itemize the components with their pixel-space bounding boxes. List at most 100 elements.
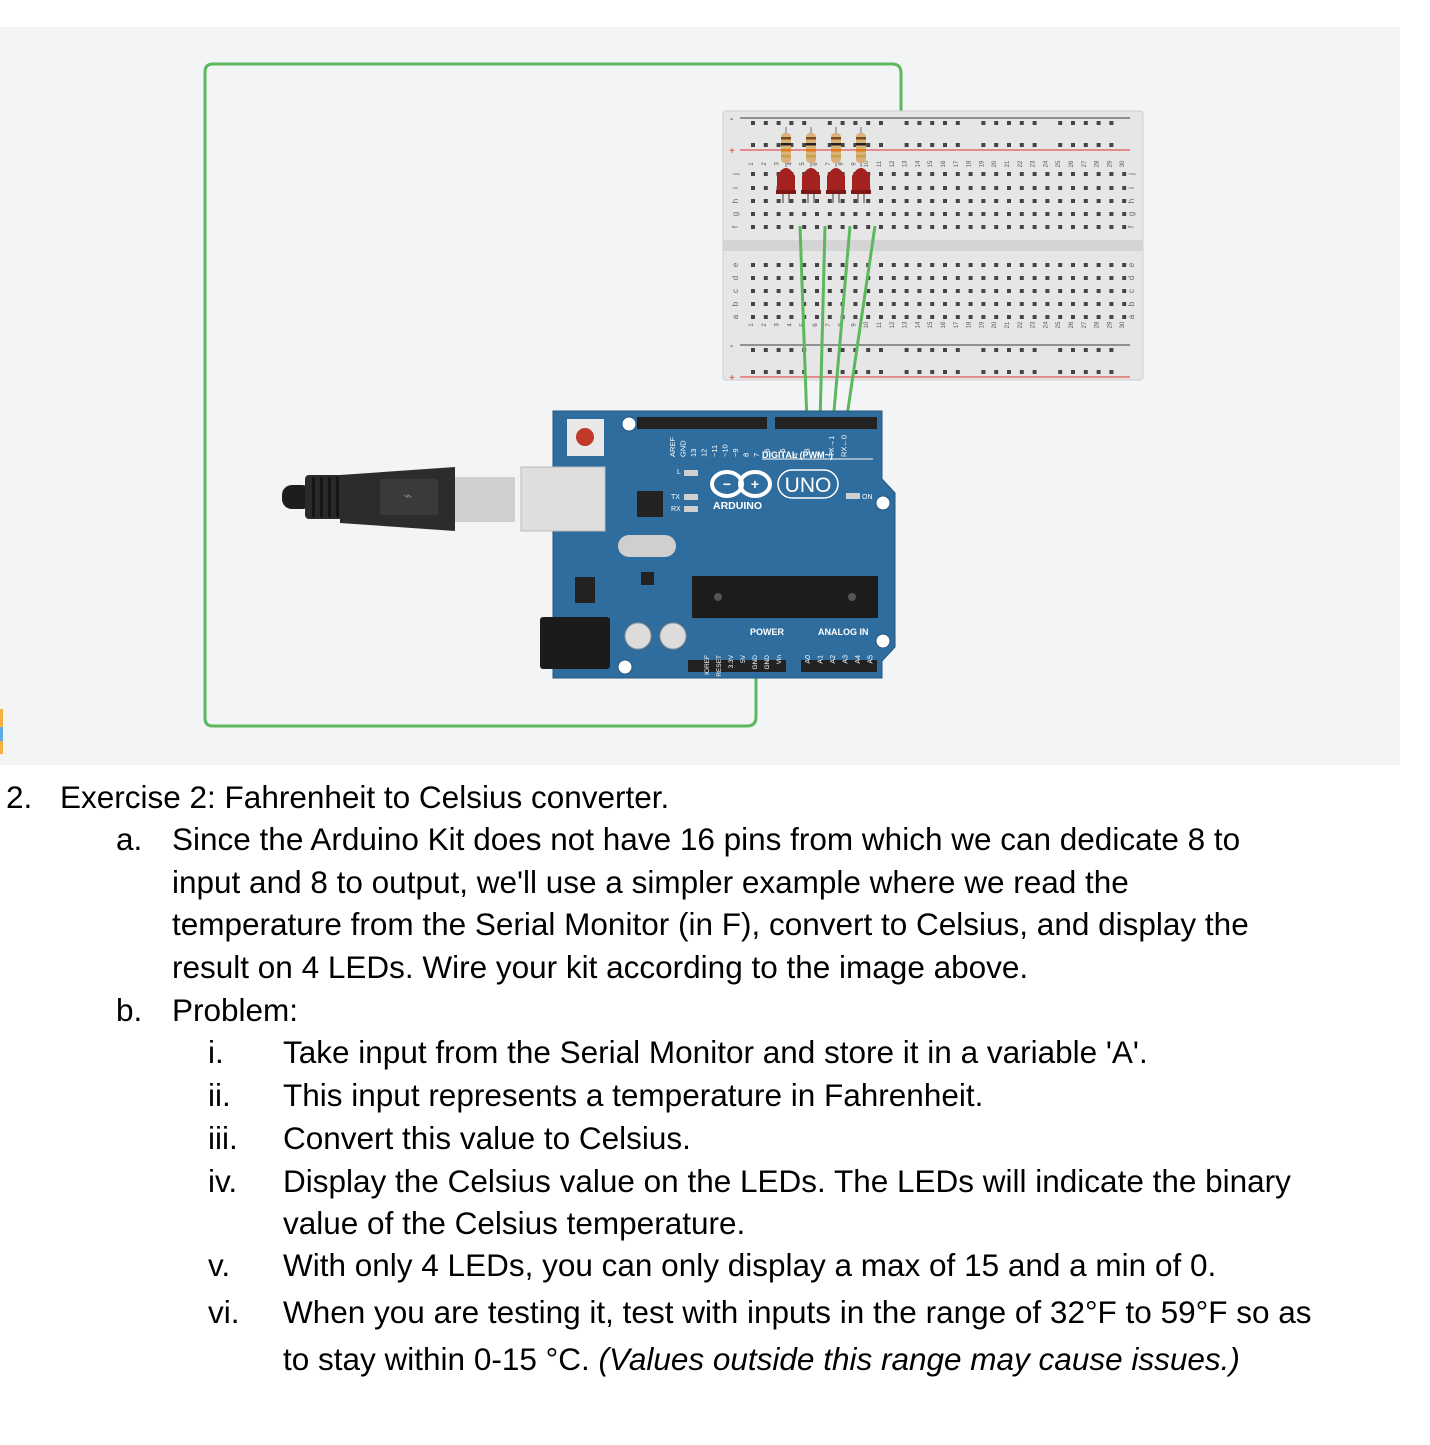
- power-label: POWER: [750, 627, 785, 637]
- terminal-hole: [853, 199, 858, 203]
- terminal-hole: [968, 172, 973, 176]
- terminal-hole: [917, 315, 922, 319]
- terminal-hole: [955, 276, 960, 280]
- l-label: L: [677, 469, 681, 476]
- resistor-band: [806, 149, 816, 152]
- column-number: 30: [1120, 160, 1126, 167]
- column-number: 30: [1120, 321, 1126, 328]
- terminal-hole: [917, 186, 922, 190]
- digital-pin-label: AREF: [668, 437, 677, 457]
- terminal-hole: [930, 263, 935, 267]
- tx-led: [684, 494, 698, 500]
- terminal-hole: [1096, 276, 1101, 280]
- digital-header-right: [775, 417, 877, 429]
- rail-hole: [981, 143, 986, 147]
- terminal-hole: [879, 276, 883, 280]
- signal-wire: [818, 225, 827, 424]
- terminal-hole: [1096, 289, 1101, 293]
- rail-hole: [776, 143, 781, 147]
- terminal-hole: [930, 225, 935, 229]
- terminal-hole: [1007, 172, 1011, 176]
- terminal-hole: [981, 315, 986, 319]
- column-number: 13: [903, 160, 909, 167]
- crystal: [618, 535, 676, 557]
- terminal-hole: [776, 199, 781, 203]
- row-letter: a: [1127, 314, 1136, 319]
- column-number: 11: [877, 321, 883, 328]
- terminal-hole: [840, 289, 845, 293]
- column-number: 14: [915, 160, 921, 167]
- uno-badge: [777, 469, 839, 499]
- rail-hole: [1096, 370, 1101, 374]
- rail-hole: [853, 121, 858, 125]
- rail-hole: [751, 348, 755, 352]
- rail-hole: [1019, 121, 1024, 125]
- terminal-hole: [815, 315, 819, 319]
- usb-b-jack: [520, 466, 606, 532]
- row-letter: e: [731, 262, 740, 267]
- digital-label: DIGITAL (PWM~): [762, 450, 833, 460]
- terminal-hole: [802, 199, 807, 203]
- resistor-band: [856, 137, 866, 140]
- column-number: 16: [941, 160, 947, 167]
- terminal-hole: [1071, 276, 1075, 280]
- column-number: 2: [762, 162, 768, 166]
- rail-hole: [994, 143, 999, 147]
- step-text-plain: to stay within 0-15 °C.: [283, 1341, 599, 1377]
- row-letter: b: [1127, 301, 1136, 306]
- led: [777, 168, 795, 192]
- rail-hole: [1083, 143, 1088, 147]
- terminal-hole: [1019, 212, 1024, 216]
- rail-hole: [866, 348, 871, 352]
- terminal-hole: [827, 263, 832, 267]
- row-letter: i: [1127, 187, 1136, 189]
- rail-hole: [827, 348, 832, 352]
- terminal-hole: [763, 212, 768, 216]
- terminal-hole: [802, 289, 807, 293]
- breadboard-channel: [723, 240, 1143, 251]
- terminal-hole: [994, 289, 999, 293]
- terminal-hole: [943, 276, 947, 280]
- terminal-hole: [943, 263, 947, 267]
- terminal-hole: [1071, 186, 1075, 190]
- rail-hole: [943, 370, 947, 374]
- rail-hole: [866, 370, 871, 374]
- terminal-hole: [1058, 212, 1063, 216]
- column-number: 3: [775, 323, 781, 327]
- row-letter: j: [731, 173, 740, 176]
- rail-hole: [1007, 370, 1011, 374]
- terminal-hole: [955, 199, 960, 203]
- terminal-hole: [955, 225, 960, 229]
- rail-hole: [1032, 370, 1037, 374]
- rail-hole: [1019, 370, 1024, 374]
- usb-metal: [455, 477, 515, 522]
- rail-hole: [1071, 121, 1075, 125]
- terminal-hole: [815, 212, 819, 216]
- terminal-hole: [763, 302, 768, 306]
- terminal-hole: [994, 263, 999, 267]
- led-rim: [851, 190, 871, 194]
- terminal-hole: [968, 315, 973, 319]
- terminal-hole: [891, 289, 896, 293]
- terminal-hole: [1109, 172, 1114, 176]
- terminal-hole: [879, 302, 883, 306]
- terminal-hole: [994, 225, 999, 229]
- digital-pin-label: ~3: [803, 448, 812, 457]
- column-number: 18: [967, 160, 973, 167]
- rail-hole: [1096, 143, 1101, 147]
- column-number: 1: [749, 323, 755, 327]
- rail-hole: [866, 121, 871, 125]
- atmega-chip: [692, 576, 878, 618]
- terminal-hole: [879, 225, 883, 229]
- chip-dot: [714, 593, 722, 601]
- terminal-hole: [1096, 199, 1101, 203]
- terminal-hole: [751, 315, 755, 319]
- terminal-hole: [904, 199, 909, 203]
- terminal-hole: [1109, 225, 1114, 229]
- rail-hole: [1071, 143, 1075, 147]
- item-b-marker: b.: [116, 992, 143, 1028]
- terminal-hole: [1019, 199, 1024, 203]
- terminal-hole: [943, 289, 947, 293]
- terminal-hole: [789, 302, 794, 306]
- column-number: 27: [1082, 160, 1088, 167]
